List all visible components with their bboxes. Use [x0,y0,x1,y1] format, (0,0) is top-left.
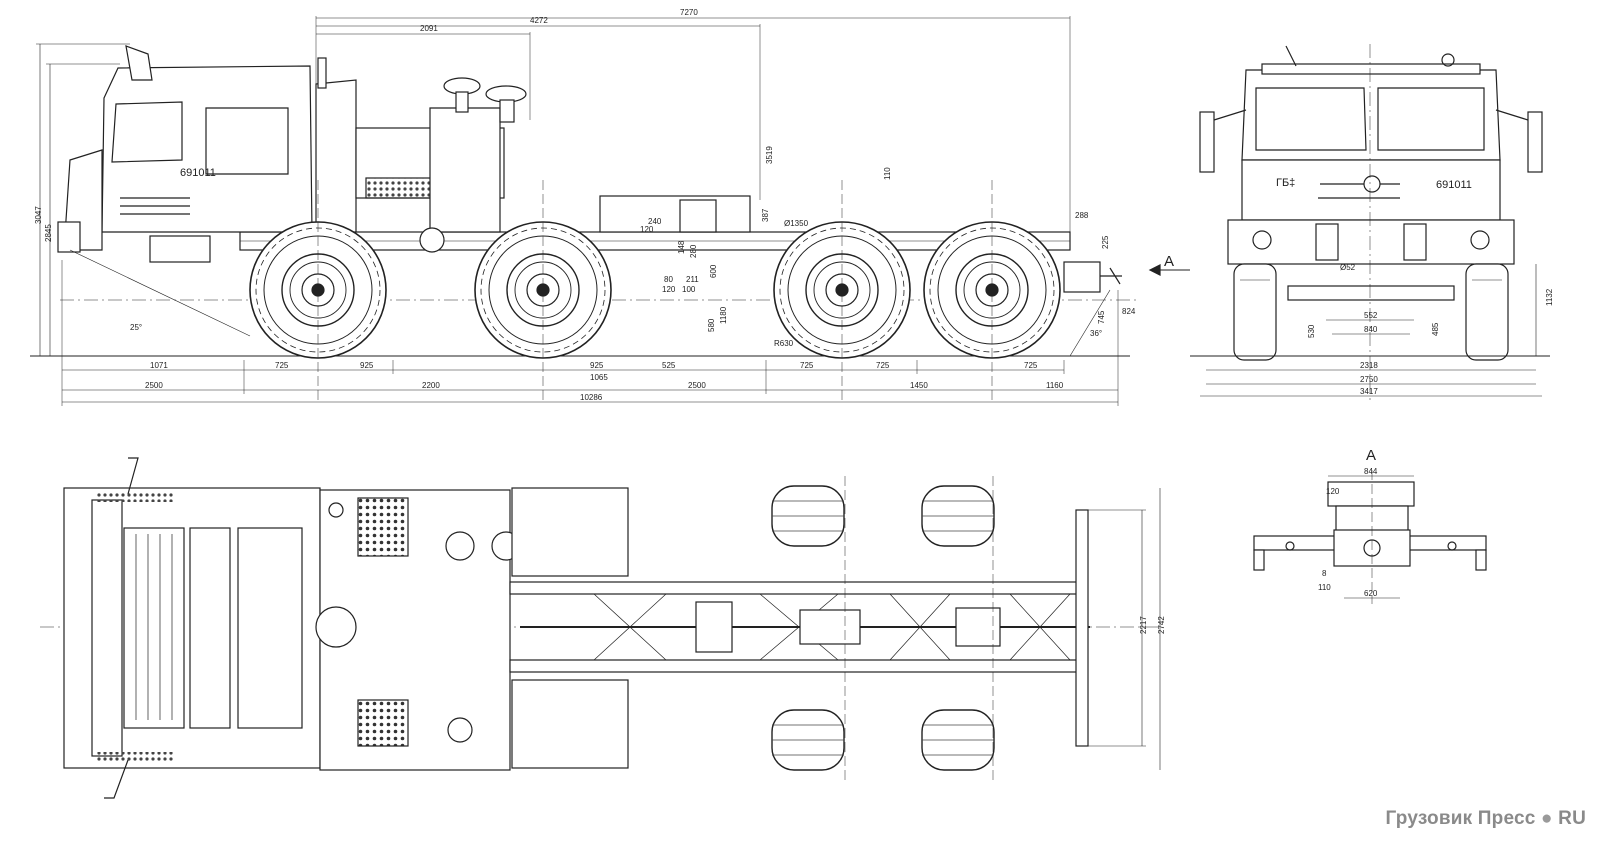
front-view-labels: ГБ‡ 691011 Ø52 552 840 530 485 1132 2318… [1276,177,1554,396]
dim-a-620: 620 [1364,589,1378,598]
dim-row1-4: 525 [662,361,676,370]
dim-110: 110 [883,167,892,180]
dim-row2-3: 2500 [688,381,706,390]
dim-a-844: 844 [1364,467,1378,476]
dim-top-2217: 2217 [1139,616,1148,634]
tire-top-3r [771,709,845,771]
dim-row2-2: 1065 [590,373,608,382]
tire-top-4r [921,709,995,771]
side-view-labels: 691011 7270 4272 2091 3047 2845 3519 387… [34,8,1174,402]
front-plate: 691011 [1436,179,1472,191]
dim-225: 225 [1101,235,1110,249]
front-view [1190,44,1550,400]
detail-a-labels: A 844 120 8 110 620 [1318,447,1378,598]
dim-row1-3: 925 [590,361,604,370]
dim-height-2: 2845 [44,224,53,242]
watermark-name: Грузовик Пресс [1385,808,1536,829]
dim-row2-5: 1160 [1046,381,1064,390]
dim-front-3417: 3417 [1360,387,1378,396]
dim-top-2742: 2742 [1157,616,1166,634]
dim-580: 580 [707,318,716,332]
tire-top-3l [771,485,845,547]
view-arrow-label: A [1164,253,1174,270]
dim-row2-0: 2500 [145,381,163,390]
dim-a-8: 8 [1322,569,1327,578]
dim-148: 148 [677,240,686,254]
dim-100: 100 [682,285,696,294]
watermark-suffix: RU [1558,808,1586,829]
side-plate: 691011 [180,167,216,179]
dim-tire-diameter: Ø1350 [784,219,809,228]
dim-top-3: 2091 [420,24,438,33]
dim-row1-5: 725 [800,361,814,370]
dim-600: 600 [709,264,718,278]
dim-240: 240 [648,217,662,226]
detail-a [1253,470,1487,604]
front-badge: ГБ‡ [1276,177,1295,189]
dim-front-485: 485 [1431,322,1440,336]
dim-overall-top: 7270 [680,8,698,17]
top-view-labels: 2217 2742 [1139,616,1166,634]
dim-80: 80 [664,275,673,284]
dim-3519: 3519 [765,146,774,164]
side-view [30,16,1190,406]
dim-front-840: 840 [1364,325,1378,334]
dim-a-120: 120 [1326,487,1340,496]
dim-row2-1: 2200 [422,381,440,390]
dim-row1-0: 1071 [150,361,168,370]
dim-front-1132: 1132 [1545,288,1554,306]
dim-total-length: 10286 [580,393,603,402]
dim-row1-6: 725 [876,361,890,370]
dim-a-110: 110 [1318,583,1331,592]
dim-120b: 120 [662,285,676,294]
dim-top-2: 4272 [530,16,548,25]
dim-front-530: 530 [1307,324,1316,338]
dim-row2-4: 1450 [910,381,928,390]
angle-approach: 25° [130,323,142,332]
top-view [40,457,1161,799]
dim-height-1: 3047 [34,206,43,224]
dim-row1-2: 925 [360,361,374,370]
tire-top-4l [921,485,995,547]
watermark-dot-icon: ● [1540,808,1553,829]
dim-280: 280 [689,244,698,258]
dim-front-2318: 2318 [1360,361,1378,370]
angle-departure: 36° [1090,329,1102,338]
dim-row1-1: 725 [275,361,289,370]
dim-211: 211 [686,275,699,284]
dim-387: 387 [761,208,770,222]
dim-288: 288 [1075,211,1089,220]
dim-1180: 1180 [719,306,728,324]
dim-120: 120 [640,225,654,234]
dim-824: 824 [1122,307,1136,316]
dim-front-552: 552 [1364,311,1378,320]
dim-row1-7: 725 [1024,361,1038,370]
dim-front-2750: 2750 [1360,375,1378,384]
dim-front-52: Ø52 [1340,263,1356,272]
dim-745: 745 [1097,310,1106,324]
dim-tire-radius: R630 [774,339,794,348]
watermark: Грузовик Пресс ● RU [1386,808,1586,830]
detail-a-title: A [1366,447,1376,464]
